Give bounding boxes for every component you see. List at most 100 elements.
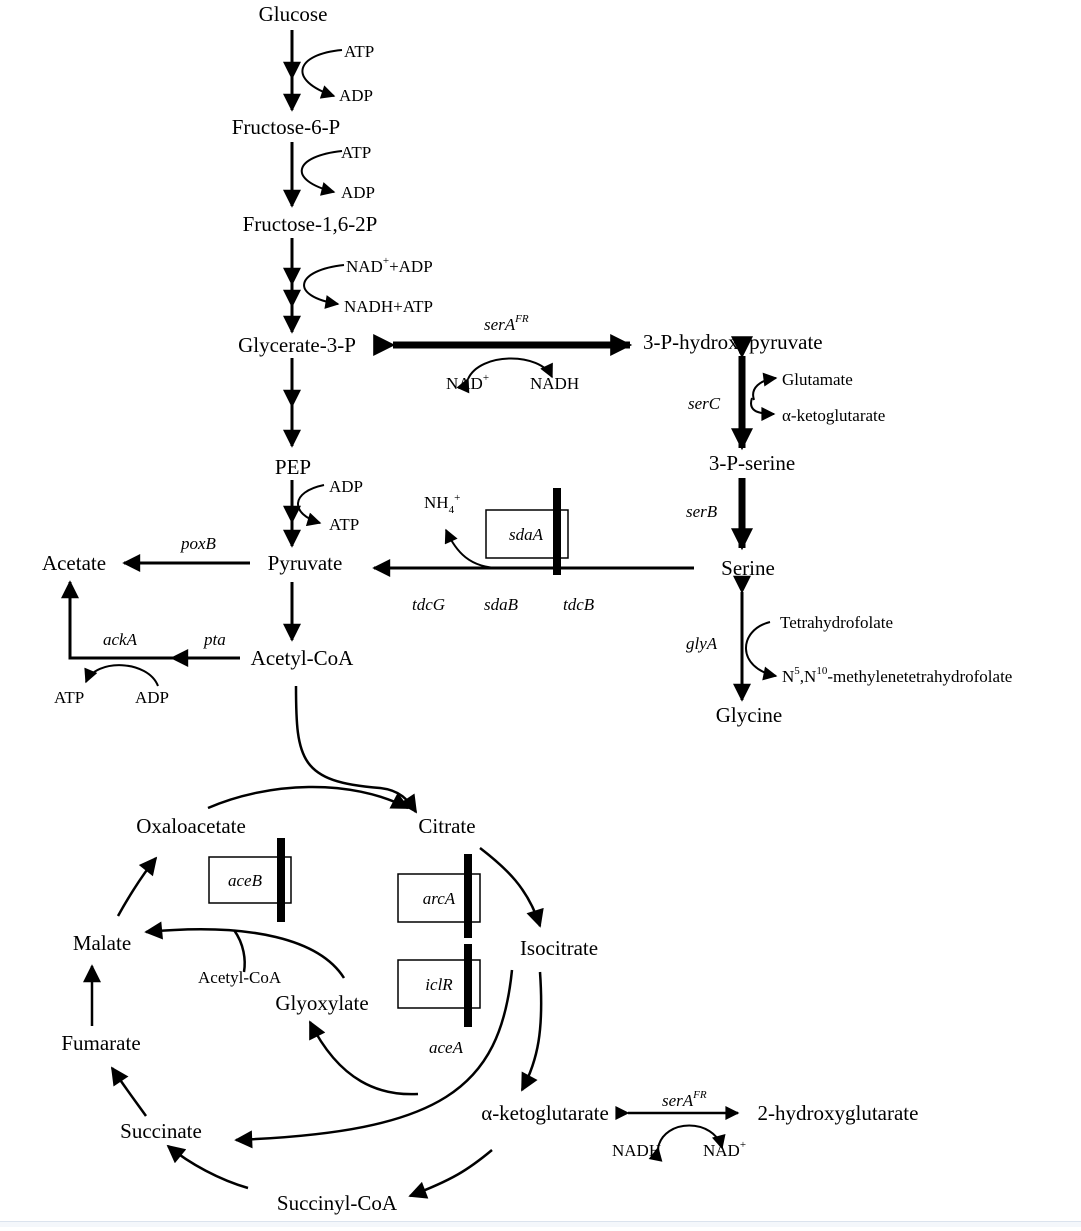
curve-serc-glutamate xyxy=(752,372,778,401)
curve-atp-adp-1 xyxy=(301,49,343,99)
label-aceb: aceB xyxy=(228,871,263,890)
label-nad-base: NAD xyxy=(346,257,383,276)
curve-acka-atp-adp xyxy=(84,664,159,687)
label-arca: arcA xyxy=(423,889,456,908)
label-acetate: Acetate xyxy=(42,551,106,575)
box-aceb xyxy=(208,856,292,904)
label-isocitrate: Isocitrate xyxy=(520,936,598,960)
box-sdaa xyxy=(485,509,569,559)
label-adp-pep: ADP xyxy=(329,477,363,496)
label-sera-bottom: serAFR xyxy=(662,1089,707,1110)
curve-glya-thf xyxy=(745,621,778,681)
arrow-glyoxylate-malate xyxy=(144,921,346,979)
label-a-ketoglutarate: α-ketoglutarate xyxy=(481,1101,609,1125)
label-tetrahydrofolate: Tetrahydrofolate xyxy=(780,613,893,632)
curve-sera-2hg xyxy=(648,1124,726,1162)
label-succinate: Succinate xyxy=(120,1119,202,1143)
label-nad-sera-sup: + xyxy=(483,372,489,384)
arrow-malate-oaa xyxy=(116,856,158,917)
label-nadh-2hg: NADH xyxy=(612,1141,661,1160)
label-pta: pta xyxy=(203,630,226,649)
label-acka: ackA xyxy=(103,630,138,649)
label-atp-acka: ATP xyxy=(54,688,84,707)
label-glycerate-3p: Glycerate-3-P xyxy=(238,333,356,357)
acetate-arrows xyxy=(61,554,250,667)
curve-sdab-nh4 xyxy=(444,528,501,569)
label-nh4-sub: 4 xyxy=(449,504,455,516)
curve-nad-nadh xyxy=(303,264,345,309)
label-oxaloacetate: Oxaloacetate xyxy=(136,814,246,838)
label-3p-hydroxypyruvate: 3-P-hydroxypyruvate xyxy=(643,330,823,354)
arrow-acetylcoa-citrate xyxy=(294,685,418,814)
curve-adp-atp-pep xyxy=(297,484,325,527)
curve-atp-adp-2 xyxy=(301,150,343,196)
label-nad-sera: NAD+ xyxy=(446,372,489,393)
label-methylene-comma: ,N xyxy=(800,667,817,686)
label-malate: Malate xyxy=(73,931,131,955)
label-sera-bottom-sup: FR xyxy=(692,1089,707,1101)
label-glucose: Glucose xyxy=(259,2,328,26)
curve-acetylcoa-glyoxylate xyxy=(232,929,246,973)
label-acea: aceA xyxy=(429,1038,464,1057)
label-sdab: sdaB xyxy=(484,595,519,614)
curve-serc-akg xyxy=(750,397,776,421)
label-acetylcoa-glyox: Acetyl-CoA xyxy=(198,968,282,987)
arrow-isocitrate-succinate xyxy=(234,969,514,1149)
label-sdaa: sdaA xyxy=(509,525,544,544)
label-glyoxylate: Glyoxylate xyxy=(275,991,368,1015)
tca-arrows xyxy=(83,685,544,1199)
label-nad-2hg: NAD+ xyxy=(703,1139,746,1160)
label-methylene-sup5: 5 xyxy=(794,665,800,677)
label-sera-top-base: serA xyxy=(484,315,516,334)
label-atp-1: ATP xyxy=(344,42,374,61)
arrow-akg-succinylcoa xyxy=(408,1149,493,1199)
label-methylene-rest: -methylenetetrahydrofolate xyxy=(827,667,1012,686)
arrow-isocitrate-akg xyxy=(520,971,543,1092)
label-sera-top: serAFR xyxy=(484,313,529,334)
arrow-acka xyxy=(61,580,172,660)
label-nad-sera-base: NAD xyxy=(446,374,483,393)
box-arca xyxy=(397,873,481,923)
metabolite-labels: Glucose Fructose-6-P Fructose-1,6-2P Gly… xyxy=(42,2,919,1215)
label-nh4-base: NH xyxy=(424,493,449,512)
label-glutamate: Glutamate xyxy=(782,370,853,389)
label-tdcb: tdcB xyxy=(563,595,595,614)
label-citrate: Citrate xyxy=(418,814,475,838)
cofactor-labels: ATP ADP ATP ADP NAD++ADP NADH+ATP NAD+ N… xyxy=(54,42,1012,1160)
gene-labels: serAFR serC serB glyA poxB pta ackA sdaA… xyxy=(103,313,721,1110)
label-adp-1: ADP xyxy=(339,86,373,105)
label-nadh-sera: NADH xyxy=(530,374,579,393)
bottom-border xyxy=(0,1221,1081,1227)
label-succinyl-coa: Succinyl-CoA xyxy=(277,1191,398,1215)
label-pyruvate: Pyruvate xyxy=(268,551,343,575)
label-adp-2: ADP xyxy=(341,183,375,202)
label-atp-pep: ATP xyxy=(329,515,359,534)
label-nad-adp-rest: +ADP xyxy=(389,257,433,276)
label-glycine: Glycine xyxy=(716,703,782,727)
label-pep: PEP xyxy=(275,455,311,479)
label-nad-adp: NAD++ADP xyxy=(346,255,433,276)
label-acetyl-coa: Acetyl-CoA xyxy=(251,646,354,670)
label-2-hydroxyglutarate: 2-hydroxyglutarate xyxy=(758,1101,919,1125)
label-sera-top-sup: FR xyxy=(514,313,529,325)
arrow-succinate-fumarate xyxy=(110,1066,148,1117)
label-glya: glyA xyxy=(686,634,718,653)
label-nadh-atp: NADH+ATP xyxy=(344,297,433,316)
label-serc: serC xyxy=(688,394,721,413)
label-poxb: poxB xyxy=(180,534,217,553)
label-methylenethf: N5,N10-methylenetetrahydrofolate xyxy=(782,665,1012,686)
label-nad-2hg-sup: + xyxy=(740,1139,746,1151)
label-serb: serB xyxy=(686,502,718,521)
arrow-isocitrate-glyoxylate xyxy=(308,1020,419,1096)
label-adp-acka: ADP xyxy=(135,688,169,707)
label-iclr: iclR xyxy=(425,975,453,994)
arrow-succinylcoa-succinate xyxy=(166,1144,249,1190)
arrow-citrate-isocitrate xyxy=(479,847,544,928)
serine-pathway-arrows xyxy=(372,334,753,702)
label-3p-serine: 3-P-serine xyxy=(709,451,795,475)
label-methylene-sup10: 10 xyxy=(816,665,828,677)
label-atp-2: ATP xyxy=(341,143,371,162)
label-nh4-sup: + xyxy=(454,492,460,504)
